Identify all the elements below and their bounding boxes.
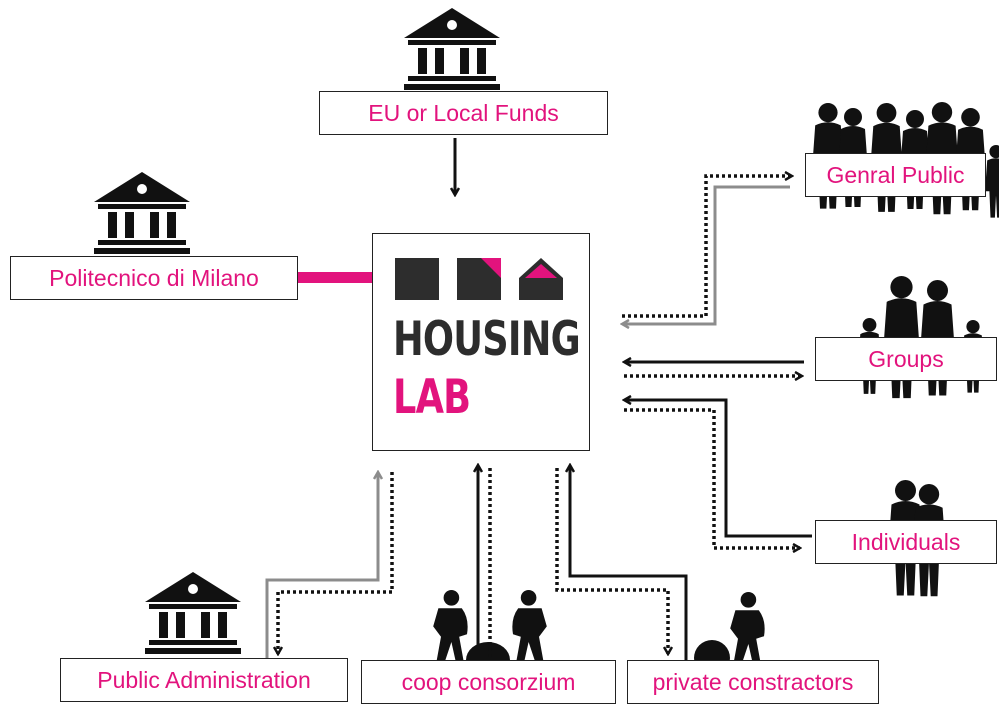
- node-coop: coop consorzium: [361, 660, 616, 704]
- logo-mark-icon: [395, 258, 563, 300]
- node-private-contractors: private constractors: [627, 660, 879, 704]
- node-groups: Groups: [815, 337, 997, 381]
- node-politecnico: Politecnico di Milano: [10, 256, 298, 300]
- institution-icon: [404, 8, 500, 90]
- node-funds: EU or Local Funds: [319, 91, 608, 135]
- logo-title: HOUSING: [393, 312, 581, 367]
- institution-icon: [145, 572, 241, 654]
- node-general-public: Genral Public: [805, 153, 986, 197]
- node-individuals: Individuals: [815, 520, 997, 564]
- logo-subtitle: LAB: [393, 370, 471, 425]
- institution-icon: [94, 172, 190, 254]
- housing-lab-logo: HOUSING LAB: [372, 233, 590, 451]
- node-public-administration: Public Administration: [60, 658, 348, 702]
